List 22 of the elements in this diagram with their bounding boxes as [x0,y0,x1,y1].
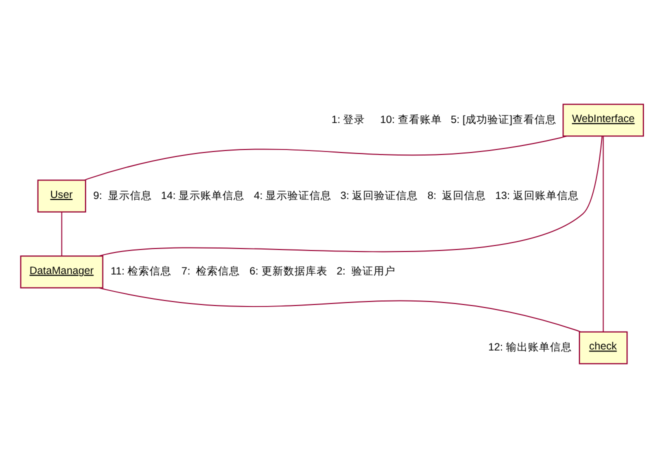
label: 8: 返回信息 [428,190,486,202]
connector [98,136,603,256]
label: 12: 输出账单信息 [488,342,572,354]
label: 6: 更新数据库表 [250,266,328,278]
node-box: User [37,180,86,213]
connector [98,287,581,332]
label: 13: 返回账单信息 [495,190,579,202]
label: 14: 显示账单信息 [161,190,245,202]
node-box: WebInterface [562,104,644,137]
label: 10: 查看账单 [380,114,442,126]
label: 1: 登录 [331,114,366,126]
label: 4: 显示验证信息 [254,190,332,202]
label: 3: 返回验证信息 [340,190,418,202]
label: 9: 显示信息 [93,190,152,202]
label: 2: 验证用户 [336,266,396,278]
connector [84,136,567,181]
node-box: DataManager [20,255,104,288]
node-box: check [578,331,628,364]
label: 7: 检索信息 [181,266,240,278]
connector [602,136,604,332]
connector [61,212,62,256]
label: 11: 检索信息 [110,266,172,278]
